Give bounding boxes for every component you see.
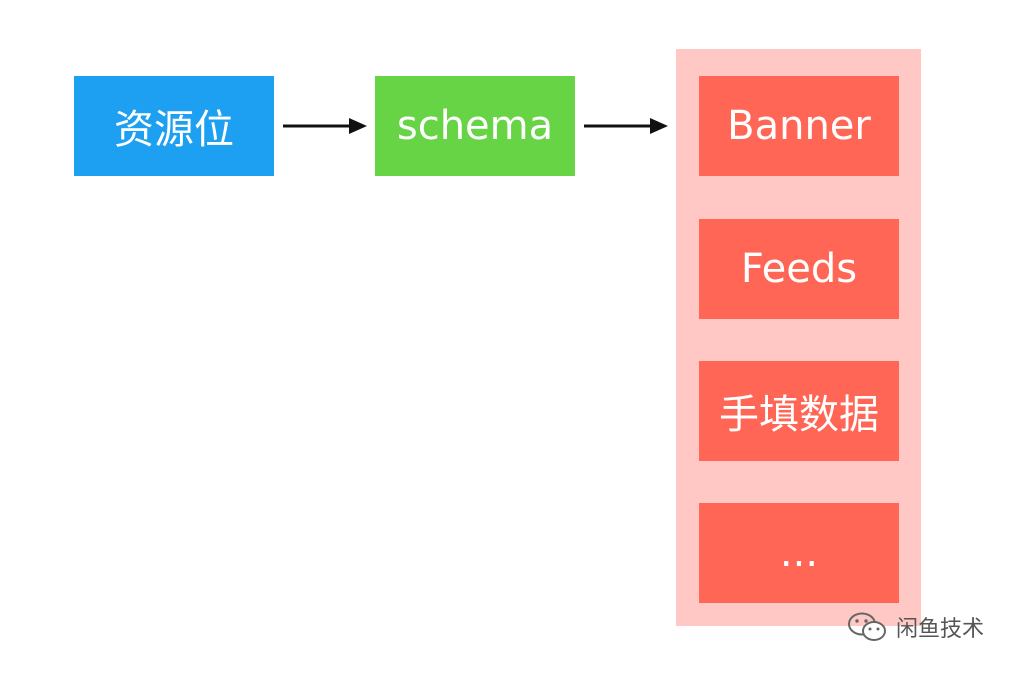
arrow-source-to-schema [283, 118, 367, 134]
schema-node-label: schema [396, 103, 554, 149]
source-node: 资源位 [74, 76, 274, 176]
target-item-more: ... [699, 503, 899, 603]
arrow-schema-to-group [584, 118, 668, 134]
watermark-text: 闲鱼技术 [896, 617, 985, 642]
target-item-label: Banner [727, 103, 871, 149]
target-item-label: Feeds [740, 246, 858, 292]
target-item-feeds: Feeds [699, 219, 899, 319]
source-node-label: 资源位 [114, 107, 234, 153]
target-item-manual-data: 手填数据 [699, 361, 899, 461]
target-item-banner: Banner [699, 76, 899, 176]
target-item-label: 手填数据 [719, 392, 879, 438]
wechat-icon [846, 610, 890, 644]
schema-node: schema [375, 76, 575, 176]
target-item-label: ... [779, 530, 819, 576]
watermark: 闲鱼技术 [846, 610, 984, 644]
